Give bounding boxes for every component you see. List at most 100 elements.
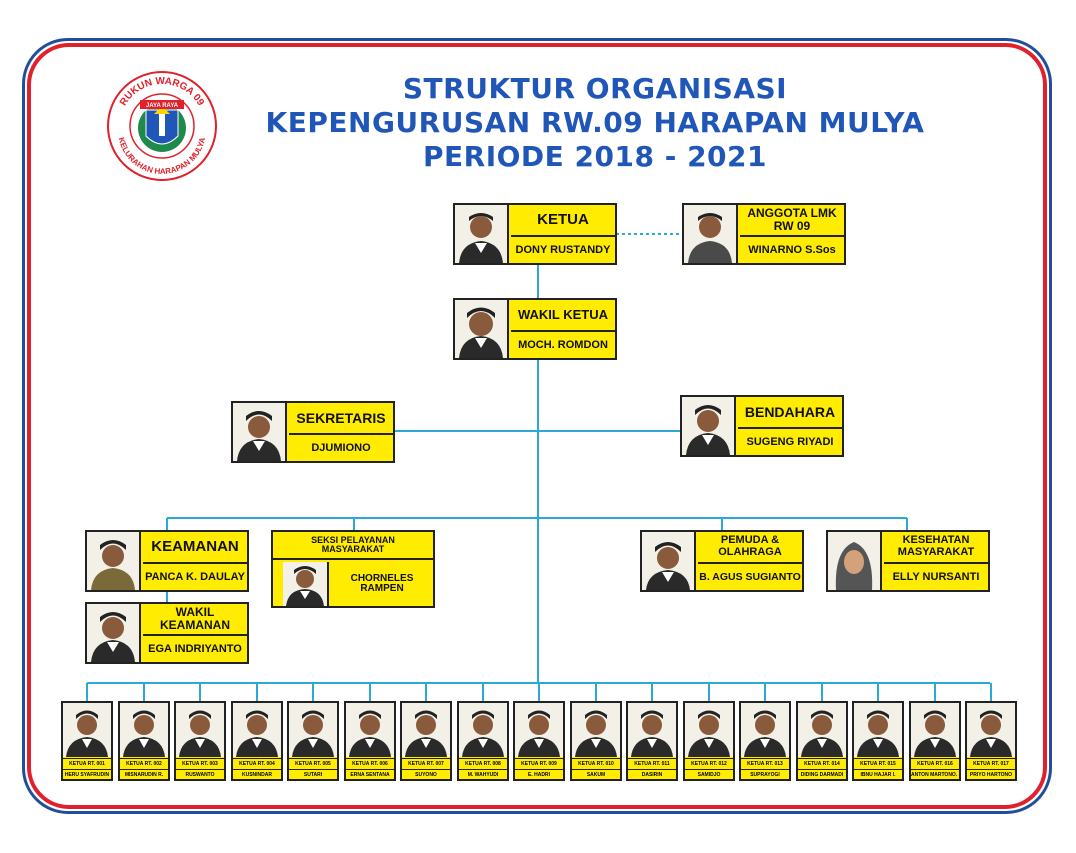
person-avatar-icon — [688, 710, 730, 757]
rt-photo — [911, 703, 959, 757]
card-sekretaris: SEKRETARIS DJUMIONO — [231, 401, 395, 463]
rt-name: ANTON MARTONO. SE — [911, 769, 959, 779]
ketua-role: KETUA — [537, 211, 589, 229]
rt-role: KETUA RT. 016 — [911, 758, 959, 769]
card-wakil-ketua: WAKIL KETUA MOCH. ROMDON — [453, 298, 617, 360]
rt-role: KETUA RT. 013 — [741, 758, 789, 769]
person-avatar-icon — [91, 540, 135, 590]
wakil-ketua-name: MOCH. ROMDON — [511, 330, 615, 358]
person-avatar-icon — [66, 710, 108, 757]
card-kesehatan-masyarakat: KESEHATAN MASYARAKAT ELLY NURSANTI — [826, 530, 990, 592]
person-avatar-icon — [575, 710, 617, 757]
person-avatar-icon — [686, 405, 730, 455]
rt-photo — [63, 703, 111, 757]
rt-role: KETUA RT. 001 — [63, 758, 111, 769]
rt-photo — [515, 703, 563, 757]
rt-name: SUPRAYOGI — [741, 769, 789, 779]
person-avatar-icon — [801, 710, 843, 757]
person-avatar-icon — [237, 411, 281, 461]
wakil-ketua-role: WAKIL KETUA — [517, 307, 609, 323]
rt-photo — [572, 703, 620, 757]
person-avatar-icon — [292, 710, 334, 757]
ketua-name: DONY RUSTANDY — [511, 235, 615, 263]
rt-name: ERNA SENTANA — [346, 769, 394, 779]
title-line-1: STRUKTUR ORGANISASI — [402, 72, 788, 105]
rt-photo — [346, 703, 394, 757]
person-avatar-icon — [631, 710, 673, 757]
rw-logo: JAYA RAYA RUKUN WARGA 09 KELURAHAN HARAP… — [107, 71, 217, 181]
rt-role: KETUA RT. 005 — [289, 758, 337, 769]
rt-name: SAKUM — [572, 769, 620, 779]
wakil-keamanan-role: WAKIL KEAMANAN — [160, 605, 230, 632]
card-wakil-keamanan: WAKIL KEAMANAN EGA INDRIYANTO — [85, 602, 249, 664]
card-seksi-pelayanan: SEKSI PELAYANAN MASYARAKAT CHORNELES RAM… — [271, 530, 435, 608]
rt-name: DIDING DARMADI — [798, 769, 846, 779]
keamanan-name: PANCA K. DAULAY — [143, 562, 247, 590]
rt-name: SUYONO — [402, 769, 450, 779]
rt-role: KETUA RT. 012 — [685, 758, 733, 769]
person-avatar-icon — [518, 710, 560, 757]
bendahara-photo — [682, 397, 736, 455]
card-bendahara: BENDAHARA SUGENG RIYADI — [680, 395, 844, 457]
person-avatar-icon — [459, 213, 503, 263]
inner-frame — [27, 43, 1047, 809]
person-avatar-icon — [349, 710, 391, 757]
person-avatar-icon — [179, 710, 221, 757]
pelayanan-name: CHORNELES RAMPEN — [350, 572, 414, 594]
person-avatar-icon — [857, 710, 899, 757]
person-avatar-icon — [123, 710, 165, 757]
lmk-name: WINARNO S.Sos — [740, 235, 844, 263]
sekretaris-role: SEKRETARIS — [296, 409, 386, 426]
pemuda-photo — [642, 532, 696, 590]
rt-role: KETUA RT. 006 — [346, 758, 394, 769]
outer-frame — [22, 38, 1052, 814]
pelayanan-photo — [283, 562, 329, 606]
person-avatar-icon — [286, 566, 324, 606]
pemuda-role: PEMUDA & OLAHRAGA — [718, 534, 782, 558]
rt-photo — [854, 703, 902, 757]
rt-role: KETUA RT. 014 — [798, 758, 846, 769]
wakil-keamanan-name: EGA INDRIYANTO — [143, 634, 247, 662]
card-pemuda-olahraga: PEMUDA & OLAHRAGA B. AGUS SUGIANTO — [640, 530, 804, 592]
rt-role: KETUA RT. 009 — [515, 758, 563, 769]
kesehatan-name: ELLY NURSANTI — [884, 562, 988, 590]
rt-role: KETUA RT. 003 — [176, 758, 224, 769]
rt-role: KETUA RT. 015 — [854, 758, 902, 769]
person-avatar-icon — [744, 710, 786, 757]
person-avatar-icon — [236, 710, 278, 757]
wakil-ketua-photo — [455, 300, 509, 358]
rt-name: MISNARUDIN R. — [120, 769, 168, 779]
rt-photo — [120, 703, 168, 757]
rt-name: PRIYO HARTONO — [967, 769, 1015, 779]
rt-role: KETUA RT. 017 — [967, 758, 1015, 769]
wakil-keamanan-photo — [87, 604, 141, 662]
person-avatar-icon — [688, 213, 732, 263]
rt-photo — [176, 703, 224, 757]
person-avatar-icon — [970, 710, 1012, 757]
card-keamanan: KEAMANAN PANCA K. DAULAY — [85, 530, 249, 592]
lmk-photo — [684, 205, 738, 263]
pemuda-name: B. AGUS SUGIANTO — [698, 562, 802, 590]
rt-photo — [459, 703, 507, 757]
title-line-2: KEPENGURUSAN RW.09 HARAPAN MULYA — [265, 106, 925, 139]
rt-photo — [402, 703, 450, 757]
rt-photo — [967, 703, 1015, 757]
card-ketua: KETUA DONY RUSTANDY — [453, 203, 617, 265]
rt-name: SUTARI — [289, 769, 337, 779]
